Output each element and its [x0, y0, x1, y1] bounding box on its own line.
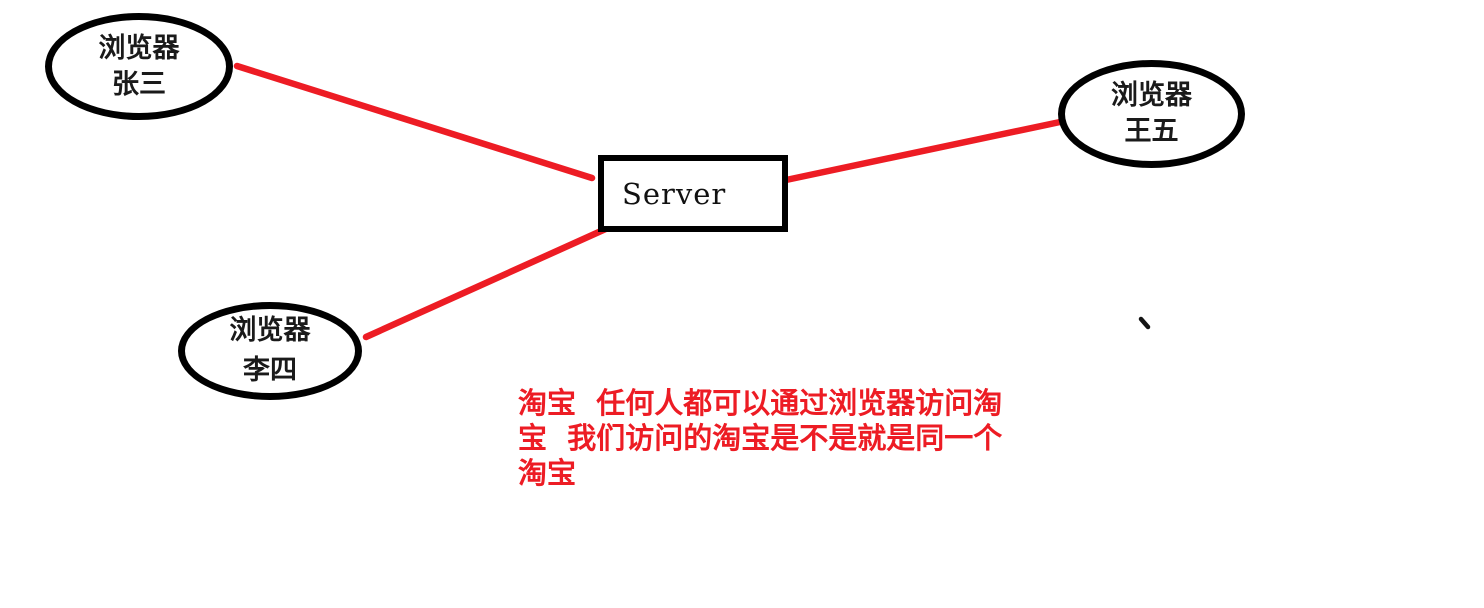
node-browser-wangwu-label-2: 王五: [1124, 116, 1179, 147]
node-browser-lisi-label-2: 李四: [243, 355, 297, 386]
annotation-line-2: 宝 我们访问的淘宝是不是就是同一个: [518, 421, 1003, 455]
annotation-text: 淘宝 任何人都可以通过浏览器访问淘 宝 我们访问的淘宝是不是就是同一个 淘宝: [518, 386, 1002, 491]
annotation-line-3: 淘宝: [518, 456, 577, 490]
node-browser-zhangsan: 浏览器 张三: [45, 13, 233, 120]
edge-lisi-server: [362, 223, 614, 341]
node-browser-zhangsan-label-2: 张三: [112, 68, 166, 100]
edge-server-wangwu: [782, 118, 1064, 184]
node-server-label: Server: [622, 176, 727, 211]
node-browser-lisi-label-1: 浏览器: [229, 315, 311, 346]
annotation-line-1: 淘宝 任何人都可以通过浏览器访问淘: [518, 386, 1003, 420]
node-browser-lisi: 浏览器 李四: [178, 302, 362, 400]
node-server: Server: [598, 155, 788, 232]
stray-pen-mark: [1138, 316, 1151, 330]
edge-zhangsan-server: [233, 62, 596, 182]
node-browser-zhangsan-label-1: 浏览器: [98, 32, 180, 64]
node-browser-wangwu: 浏览器 王五: [1058, 60, 1245, 168]
node-browser-wangwu-label-1: 浏览器: [1111, 80, 1192, 111]
